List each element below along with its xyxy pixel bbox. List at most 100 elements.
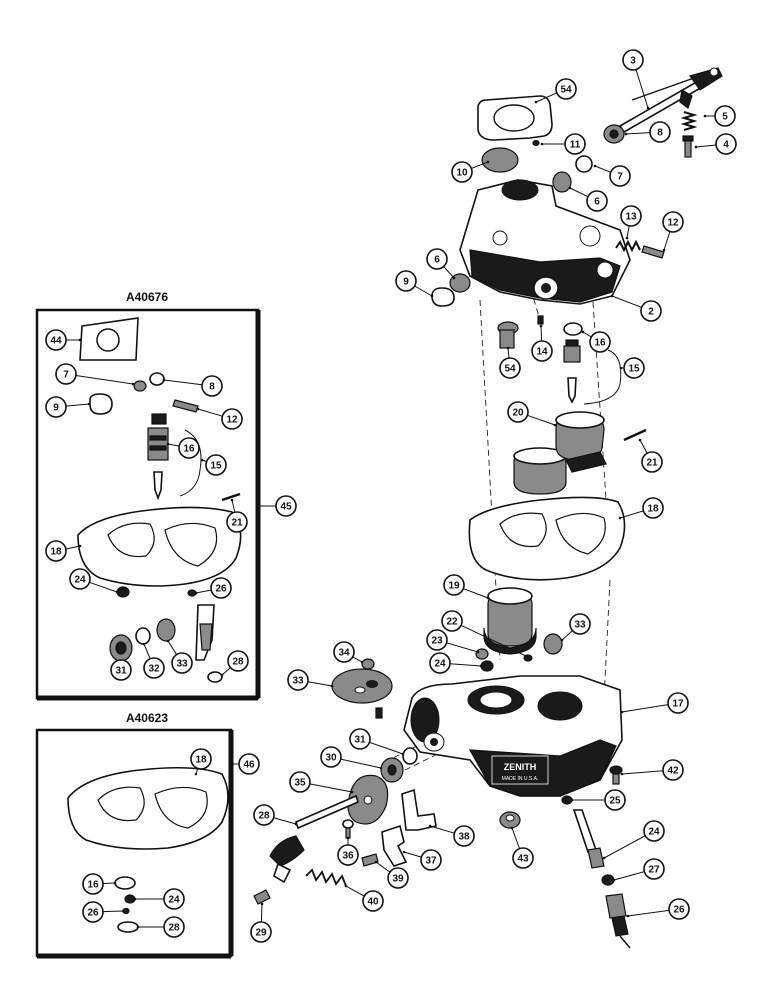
callout-number: 28 — [258, 811, 270, 822]
callout-leader — [369, 741, 404, 755]
p1-jet-24 — [116, 586, 130, 598]
callout-number: 22 — [446, 617, 458, 628]
callout-leader — [375, 861, 391, 873]
callout-circle — [714, 105, 736, 127]
callout-45: 45 — [256, 495, 297, 517]
callout-24: 24 — [429, 652, 483, 674]
callout-28: 28 — [220, 650, 249, 677]
screw-30-part — [253, 889, 271, 905]
callout-number: 29 — [255, 928, 267, 939]
callout-circle — [201, 375, 223, 397]
panel-a40623-title: A40623 — [126, 711, 168, 725]
callout-26: 26 — [82, 901, 125, 923]
callout-circle — [178, 437, 200, 459]
callout-leader — [627, 909, 670, 917]
callout-leader — [167, 640, 178, 655]
callout-circle — [171, 652, 193, 674]
callout-circle — [221, 408, 243, 430]
bracket-39-part — [401, 788, 437, 831]
callout-leader — [309, 783, 353, 793]
callout-circle — [662, 759, 684, 781]
callout-number: 3 — [630, 56, 636, 67]
callout-number: 28 — [232, 657, 244, 668]
callout-42: 42 — [620, 759, 684, 781]
callout-leader — [307, 681, 333, 687]
callout-number: 21 — [231, 518, 243, 529]
callout-circle — [589, 331, 611, 353]
callout-number: 26 — [673, 905, 685, 916]
screw-35-part — [361, 658, 375, 670]
callout-circle — [662, 211, 684, 233]
callout-54: 54 — [499, 346, 521, 379]
callout-number: 17 — [672, 699, 684, 710]
needle-seat-15-part — [563, 339, 581, 404]
callout-circle — [649, 121, 671, 143]
callout-24: 24 — [69, 568, 119, 594]
p1-plug-9 — [89, 393, 113, 415]
p2-washer-28 — [117, 921, 139, 933]
callout-leader — [611, 295, 642, 308]
callout-circle — [451, 161, 473, 183]
callout-leader — [231, 499, 236, 513]
callout-32: 32 — [142, 642, 165, 679]
callout-circle — [604, 789, 626, 811]
p1-screw-12 — [172, 399, 199, 413]
callout-number: 6 — [594, 197, 600, 208]
callout-circle — [163, 916, 185, 938]
callout-circle — [337, 844, 359, 866]
callout-number: 46 — [243, 760, 255, 771]
callout-circle — [429, 652, 451, 674]
jet-23-part — [475, 648, 489, 660]
panel-a40676 — [35, 308, 261, 701]
p1-jet-33 — [156, 618, 176, 642]
p1-washer-7 — [133, 380, 147, 392]
callout-number: 37 — [425, 856, 437, 867]
callout-number: 18 — [50, 547, 62, 558]
callout-23: 23 — [426, 629, 480, 654]
callout-number: 18 — [647, 504, 659, 515]
callout-circle — [715, 133, 737, 155]
callout-28: 28 — [253, 804, 298, 826]
callout-33: 33 — [560, 613, 591, 642]
callout-13: 13 — [620, 205, 642, 240]
bushing-6-upper-part — [552, 171, 572, 193]
washer-28-part — [601, 874, 615, 886]
callout-33: 33 — [287, 669, 334, 691]
callout-number: 54 — [504, 364, 516, 375]
callout-circle — [226, 511, 248, 533]
callout-leader — [345, 885, 365, 897]
callout-14: 14 — [531, 324, 553, 362]
washer-16-part — [563, 322, 583, 336]
callout-24: 24 — [602, 820, 665, 860]
callout-number: 8 — [209, 382, 215, 393]
callout-7: 7 — [593, 164, 631, 187]
washer-7-part — [575, 155, 593, 173]
callout-circle — [641, 451, 663, 473]
bracket-15 — [583, 349, 622, 405]
p1-seat-16 — [147, 427, 169, 461]
callout-number: 5 — [722, 112, 728, 123]
callout-circle — [622, 49, 644, 71]
callout-circle — [110, 659, 132, 681]
callout-circle — [253, 804, 275, 826]
callout-number: 40 — [367, 897, 379, 908]
callout-9: 9 — [395, 270, 434, 298]
callout-leader — [613, 871, 645, 881]
callout-21: 21 — [638, 438, 663, 473]
callout-leader — [535, 92, 558, 103]
callout-28: 28 — [136, 916, 185, 938]
callout-number: 39 — [392, 874, 404, 885]
callout-20: 20 — [507, 401, 557, 427]
spring-13-part — [615, 239, 641, 253]
callout-17: 17 — [620, 692, 689, 714]
callout-leader — [89, 581, 118, 593]
p1-needle-15 — [153, 471, 163, 501]
callout-number: 7 — [617, 172, 623, 183]
callout-number: 26 — [87, 908, 99, 919]
callout-number: 35 — [294, 778, 306, 789]
callout-38: 38 — [428, 824, 475, 847]
spring-41-part — [305, 868, 347, 887]
callout-number: 31 — [115, 666, 127, 677]
callout-number: 18 — [195, 755, 207, 766]
screw-11-part — [532, 139, 540, 147]
